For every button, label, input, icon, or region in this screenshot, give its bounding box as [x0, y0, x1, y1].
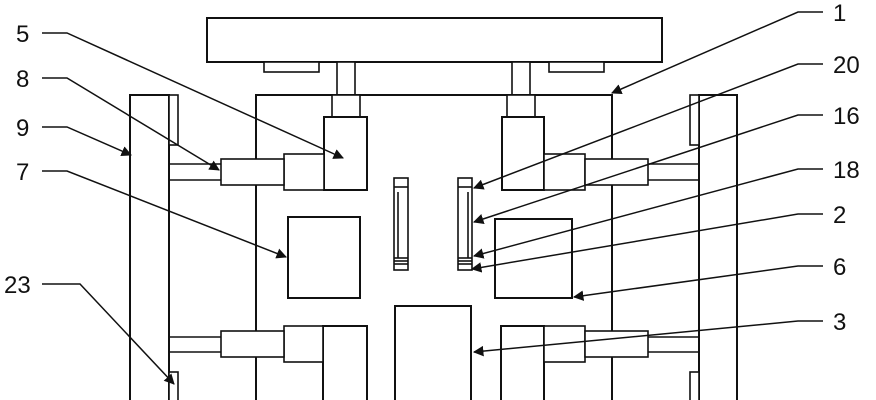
left-column — [129, 94, 170, 400]
top-plate-foot-left — [263, 61, 320, 73]
leader-23 — [42, 283, 175, 385]
callout-23: 23 — [4, 272, 31, 299]
callout-9: 9 — [16, 115, 29, 142]
leader-16 — [473, 114, 823, 225]
leader-18 — [472, 168, 823, 259]
callout-5: 5 — [16, 21, 29, 48]
callout-16: 16 — [833, 103, 860, 130]
callout-2: 2 — [833, 202, 846, 229]
hanger-rod-left — [336, 61, 356, 96]
right-column-slot-bottom — [689, 371, 700, 400]
left-middle-block — [287, 216, 361, 299]
callout-18: 18 — [833, 157, 860, 184]
callout-6: 6 — [833, 254, 846, 281]
leader-1 — [611, 11, 823, 95]
left-center-plate — [393, 177, 409, 271]
leader-7 — [42, 170, 287, 259]
left-column-slot-bottom — [168, 371, 179, 400]
leader-5 — [42, 32, 344, 159]
leader-8 — [42, 77, 220, 171]
right-center-plate — [457, 177, 473, 271]
leader-20 — [473, 63, 823, 190]
upper-left-cylinder — [283, 153, 325, 191]
bottom-center-block — [394, 305, 472, 400]
leader-9 — [42, 126, 132, 157]
lower-right-clamp-block — [500, 325, 545, 400]
upper-right-rod-sleeve — [584, 158, 649, 186]
lower-left-rod-sleeve — [220, 330, 285, 358]
leader-3 — [472, 320, 823, 357]
upper-left-clamp-block — [323, 116, 368, 191]
upper-right-cylinder — [543, 153, 586, 191]
upper-left-neck — [331, 94, 361, 118]
hanger-rod-right — [511, 61, 531, 96]
upper-right-neck — [506, 94, 536, 118]
callout-8: 8 — [16, 66, 29, 93]
top-plate-foot-right — [548, 61, 605, 73]
top-plate — [206, 17, 663, 63]
callout-20: 20 — [833, 52, 860, 79]
lower-left-clamp-block — [322, 325, 368, 400]
lower-left-cylinder — [283, 325, 324, 363]
lower-right-rod-sleeve — [584, 330, 649, 358]
upper-left-rod-sleeve — [220, 158, 285, 186]
leader-6 — [572, 265, 823, 301]
right-column-slot-top — [689, 94, 700, 146]
upper-right-clamp-block — [501, 116, 545, 191]
leader-2 — [470, 213, 823, 273]
callout-1: 1 — [833, 0, 846, 27]
left-column-slot-top — [168, 94, 179, 146]
callout-7: 7 — [16, 159, 29, 186]
callout-3: 3 — [833, 309, 846, 336]
